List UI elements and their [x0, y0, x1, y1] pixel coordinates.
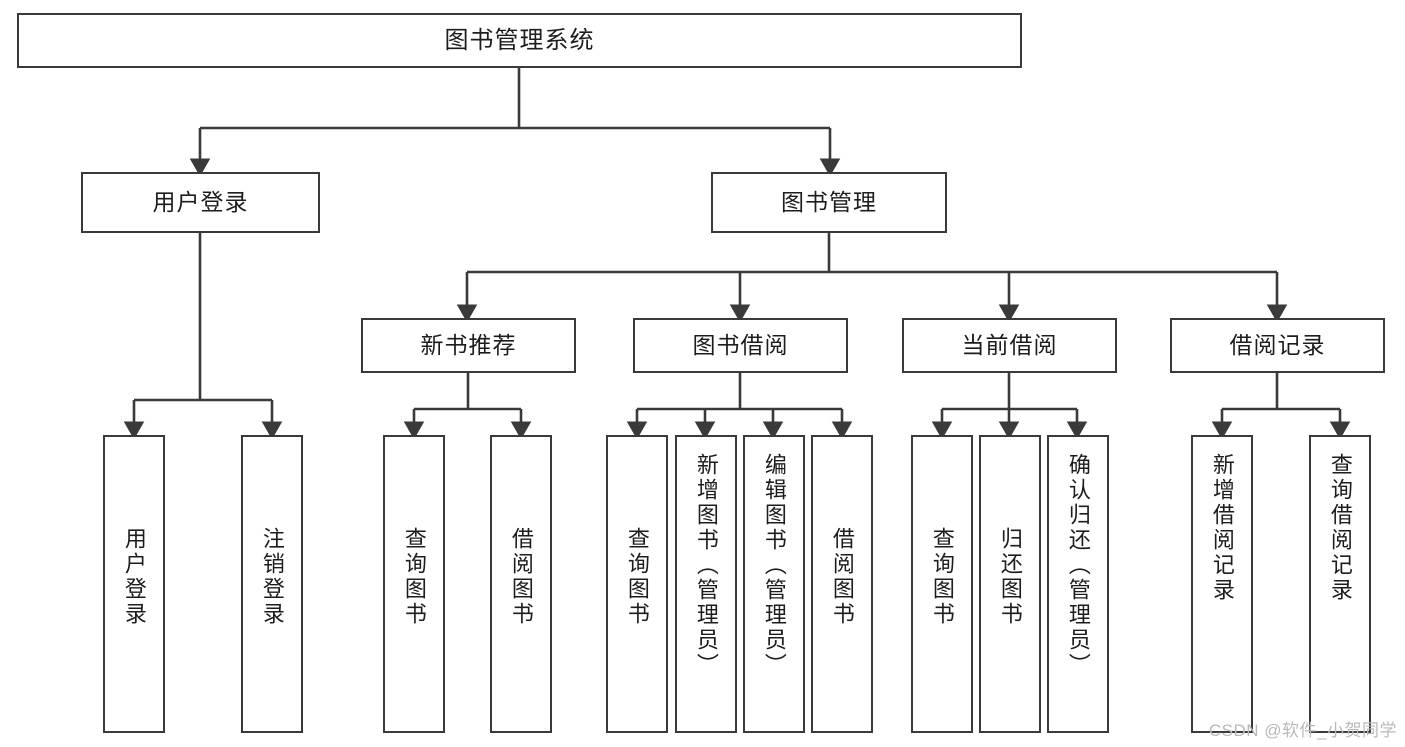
node-label: 注销登录 [259, 527, 285, 627]
node-label: 借阅记录 [1229, 332, 1326, 358]
node-label: 图书管理系统 [444, 26, 595, 54]
node-label: 查询图书 [929, 527, 955, 627]
node-label: 查询图书 [401, 527, 427, 627]
leaf-return-books[interactable]: 归还图书 [979, 435, 1041, 733]
node-label: 用户登录 [121, 527, 147, 627]
node-label: 图书借阅 [692, 332, 789, 358]
node-book-management[interactable]: 图书管理 [711, 172, 947, 233]
node-label: 新书推荐 [420, 332, 517, 358]
node-label: 归还图书 [997, 527, 1023, 627]
node-label: 当前借阅 [961, 332, 1058, 358]
node-label: 新增借阅记录 [1209, 453, 1235, 603]
node-label: 借阅图书 [829, 527, 855, 627]
node-label: 用户登录 [152, 189, 249, 215]
leaf-user-login[interactable]: 用户登录 [103, 435, 165, 733]
leaf-confirm-return-admin[interactable]: 确认归还（管理员） [1047, 435, 1109, 733]
node-label: 新增图书（管理员） [693, 453, 719, 678]
node-borrowing-records[interactable]: 借阅记录 [1170, 318, 1385, 373]
node-label: 确认归还（管理员） [1065, 453, 1091, 678]
leaf-query-books-current[interactable]: 查询图书 [911, 435, 973, 733]
node-book-borrowing[interactable]: 图书借阅 [633, 318, 848, 373]
leaf-borrow-books-new-rec[interactable]: 借阅图书 [490, 435, 552, 733]
leaf-add-book-admin[interactable]: 新增图书（管理员） [675, 435, 737, 733]
leaf-query-books-new-rec[interactable]: 查询图书 [383, 435, 445, 733]
watermark-csdn: CSDN @软件_小贺同学 [1208, 721, 1397, 740]
node-label: 编辑图书（管理员） [761, 453, 787, 678]
node-label: 查询借阅记录 [1327, 453, 1353, 603]
leaf-query-books-borrow[interactable]: 查询图书 [606, 435, 668, 733]
leaf-borrow-books[interactable]: 借阅图书 [811, 435, 873, 733]
node-user-login[interactable]: 用户登录 [81, 172, 320, 233]
node-label: 查询图书 [624, 527, 650, 627]
leaf-add-borrow-record[interactable]: 新增借阅记录 [1191, 435, 1253, 733]
node-new-book-recommendation[interactable]: 新书推荐 [361, 318, 576, 373]
node-root-book-management-system[interactable]: 图书管理系统 [17, 13, 1022, 68]
node-current-borrowing[interactable]: 当前借阅 [902, 318, 1117, 373]
leaf-logout[interactable]: 注销登录 [241, 435, 303, 733]
node-label: 图书管理 [781, 189, 877, 215]
leaf-edit-book-admin[interactable]: 编辑图书（管理员） [743, 435, 805, 733]
leaf-query-borrow-record[interactable]: 查询借阅记录 [1309, 435, 1371, 733]
node-label: 借阅图书 [508, 527, 534, 627]
